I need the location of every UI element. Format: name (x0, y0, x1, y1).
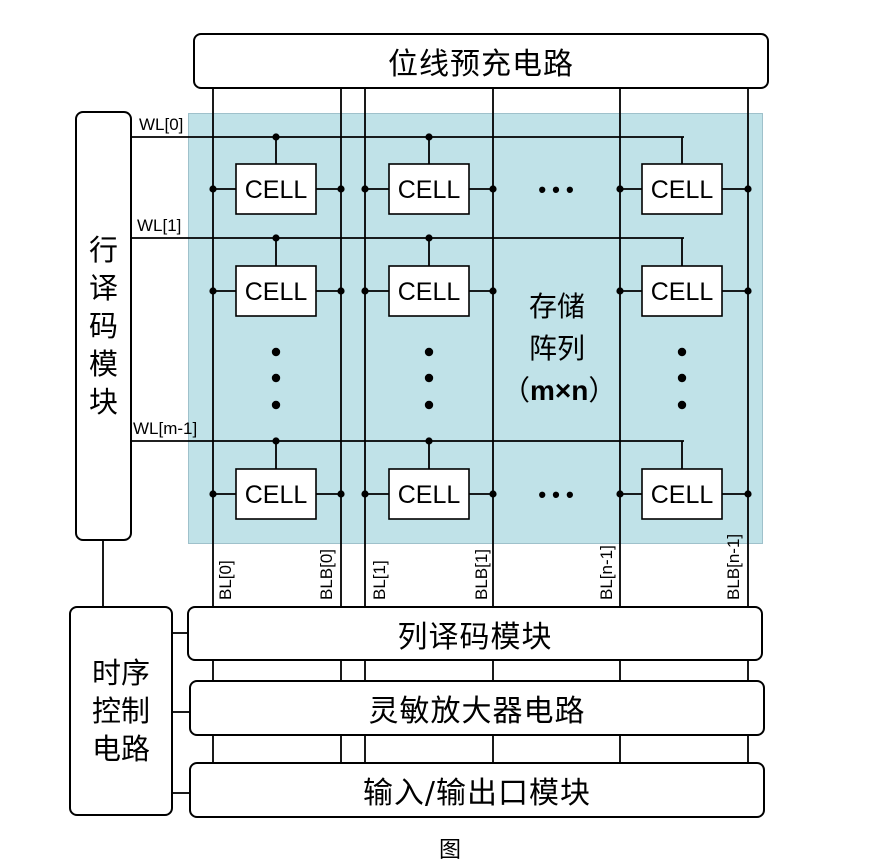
bit-line-label-2: BL[1] (370, 560, 389, 600)
memory-array-dim-open: （ (502, 374, 531, 407)
memory-cell-box-2-0 (235, 468, 317, 520)
timing-control-label: 时序控制电路 (91, 656, 150, 766)
memory-array-dim-close: ） (588, 374, 617, 407)
bl-junction-dot-1-2 (616, 287, 624, 295)
vertical-ellipsis-dot-2-0 (677, 347, 687, 357)
blb-junction-dot-1-2 (744, 287, 752, 295)
figure-caption: 图 (438, 838, 461, 863)
bl-junction-dot-0-0 (209, 185, 217, 193)
memory-cell-box-0-0 (235, 163, 317, 215)
bl-junction-dot-1-0 (209, 287, 217, 295)
memory-cell-box-0-2 (641, 163, 723, 215)
bitline-precharge-label: 位线预充电路 (388, 47, 574, 82)
memory-cell-label-0-2: CELL (651, 176, 714, 204)
bit-line-label-3: BLB[1] (472, 549, 491, 600)
timing-control-block: 时序控制电路 (69, 606, 173, 816)
word-line-label-2: WL[m-1] (133, 419, 197, 438)
vertical-ellipsis-dot-0-2 (271, 400, 281, 410)
row-decoder-label: 行译码模块 (89, 233, 119, 419)
blb-junction-dot-2-0 (337, 490, 345, 498)
memory-cell-label-1-0: CELL (245, 278, 308, 306)
vertical-ellipsis-dot-1-2 (424, 400, 434, 410)
wordline-junction-dot-1-1 (425, 234, 433, 242)
vertical-ellipsis-dot-1-1 (424, 373, 434, 383)
bl-junction-dot-1-1 (361, 287, 369, 295)
wiring-layer: CELL CELL CELL CELL CELL CELL CELL CELL CELL • • … (102, 89, 752, 794)
bit-line-label-5: BLB[n-1] (724, 534, 743, 600)
memory-cell-label-0-1: CELL (398, 176, 461, 204)
row-decoder-block: 行译码模块 (75, 111, 132, 541)
memory-cell-label-1-2: CELL (651, 278, 714, 306)
sram-architecture-diagram: CELL CELL CELL CELL CELL CELL CELL CELL CELL • • … (69, 33, 769, 863)
wordline-junction-dot-2-0 (272, 437, 280, 445)
vertical-ellipsis-dot-1-0 (424, 347, 434, 357)
memory-cell-box-1-2 (641, 265, 723, 317)
memory-cell-box-2-1 (388, 468, 470, 520)
blb-junction-dot-0-1 (489, 185, 497, 193)
horizontal-ellipsis-0: • • • (538, 177, 573, 202)
io-module-block: 输入/输出口模块 (189, 762, 765, 818)
sense-amplifier-block: 灵敏放大器电路 (189, 680, 765, 736)
bit-line-label-1: BLB[0] (317, 549, 336, 600)
vertical-ellipsis-dot-0-0 (271, 347, 281, 357)
memory-cell-box-1-0 (235, 265, 317, 317)
word-line-label-0: WL[0] (139, 115, 183, 134)
bl-junction-dot-2-0 (209, 490, 217, 498)
memory-cell-box-2-2 (641, 468, 723, 520)
wordline-junction-dot-1-0 (272, 234, 280, 242)
bit-line-label-4: BL[n-1] (597, 545, 616, 600)
bl-junction-dot-0-1 (361, 185, 369, 193)
blb-junction-dot-1-1 (489, 287, 497, 295)
column-decoder-label: 列译码模块 (397, 619, 553, 655)
vertical-ellipsis-dot-2-1 (677, 373, 687, 383)
blb-junction-dot-0-2 (744, 185, 752, 193)
vertical-ellipsis-dot-2-2 (677, 400, 687, 410)
bit-line-label-0: BL[0] (216, 560, 235, 600)
memory-cell-box-0-1 (388, 163, 470, 215)
sense-amplifier-label: 灵敏放大器电路 (368, 694, 586, 729)
blb-junction-dot-1-0 (337, 287, 345, 295)
memory-cell-label-1-1: CELL (398, 278, 461, 306)
wordline-junction-dot-2-1 (425, 437, 433, 445)
memory-cell-label-0-0: CELL (245, 176, 308, 204)
memory-array-dimension: m×n (530, 375, 589, 406)
vertical-ellipsis-dot-0-1 (271, 373, 281, 383)
blb-junction-dot-2-1 (489, 490, 497, 498)
blb-junction-dot-2-2 (744, 490, 752, 498)
bl-junction-dot-2-2 (616, 490, 624, 498)
memory-array-label-line2: 阵列 (528, 332, 585, 365)
bl-junction-dot-0-2 (616, 185, 624, 193)
io-module-label: 输入/输出口模块 (362, 776, 592, 811)
memory-cell-label-2-0: CELL (245, 481, 308, 509)
memory-cell-label-2-1: CELL (398, 481, 461, 509)
memory-array-label-line1: 存储 (528, 290, 585, 323)
memory-cell-label-2-2: CELL (651, 481, 714, 509)
wordline-junction-dot-0-0 (272, 133, 280, 141)
blb-junction-dot-0-0 (337, 185, 345, 193)
memory-array-label-line3: （m×n） (502, 370, 616, 412)
memory-array-label: 存储 阵列 （m×n） (502, 286, 616, 412)
bitline-precharge-block: 位线预充电路 (193, 33, 769, 89)
memory-cell-box-1-1 (388, 265, 470, 317)
column-decoder-block: 列译码模块 (187, 606, 763, 661)
wordline-junction-dot-0-1 (425, 133, 433, 141)
horizontal-ellipsis-1: • • • (538, 482, 573, 507)
word-line-label-1: WL[1] (137, 216, 181, 235)
bl-junction-dot-2-1 (361, 490, 369, 498)
